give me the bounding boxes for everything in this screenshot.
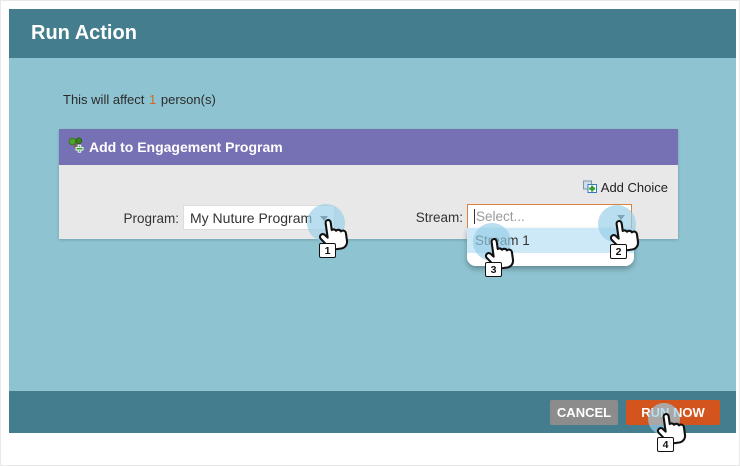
add-choice-button[interactable]: Add Choice [582, 178, 668, 197]
dialog-header: Run Action [9, 9, 736, 58]
affect-count: 1 [149, 92, 157, 107]
stream-label: Stream: [415, 210, 463, 225]
add-choice-icon [582, 178, 598, 197]
step-number: 2 [610, 244, 627, 259]
add-choice-label: Add Choice [600, 180, 668, 195]
action-panel-header: Add to Engagement Program [59, 129, 678, 165]
step-number: 4 [657, 437, 674, 452]
program-value: My Nuture Program [190, 209, 313, 226]
click-hand-icon [652, 409, 692, 458]
dialog-title: Run Action [31, 22, 137, 44]
cancel-button[interactable]: CANCEL [550, 399, 618, 425]
step-number: 3 [485, 262, 502, 277]
dialog-footer: CANCEL RUN NOW [9, 391, 736, 433]
action-panel: Add to Engagement Program Add Choice Pro [59, 129, 678, 239]
program-label: Program: [123, 211, 179, 226]
run-action-dialog: Run Action This will affect 1 person(s) [9, 9, 736, 452]
stream-placeholder: Select... [476, 209, 525, 224]
affect-prefix: This will affect [63, 92, 145, 107]
affect-summary: This will affect 1 person(s) [63, 92, 216, 107]
click-hand-icon [480, 234, 520, 283]
click-hand-icon [605, 216, 645, 265]
click-hand-icon [314, 215, 354, 264]
affect-suffix: person(s) [160, 92, 216, 107]
engagement-program-icon [68, 136, 84, 158]
step-number: 1 [319, 243, 336, 258]
text-caret [474, 209, 475, 224]
action-panel-title: Add to Engagement Program [89, 139, 283, 155]
